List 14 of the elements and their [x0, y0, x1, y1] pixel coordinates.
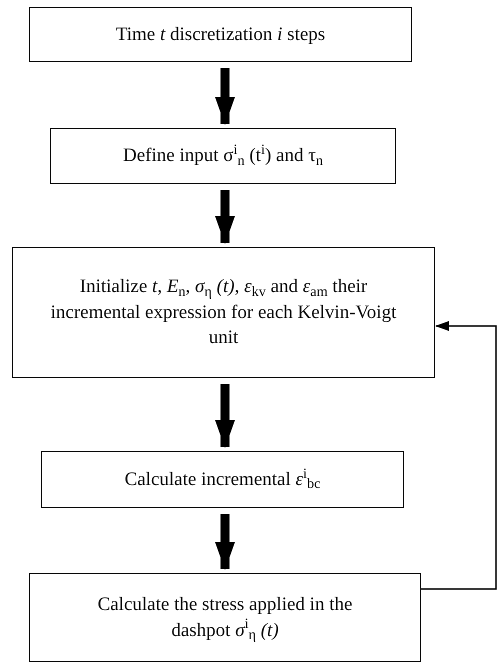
step-text: Calculate the stress applied in the dashpot σ$^{i}$$_{η}$ (t)	[96, 592, 354, 644]
feedback-arrow	[421, 321, 497, 590]
process-box	[29, 573, 421, 662]
block-arrow	[215, 190, 235, 244]
process-box	[50, 128, 396, 184]
process-box	[12, 247, 435, 378]
step-text: Time t discretization i steps	[116, 22, 326, 47]
process-box	[41, 451, 404, 508]
step-text: Define input σ$^{i}$$_{n}$ (t$^{i}$) and τ$_{n}$	[123, 143, 323, 169]
block-arrow	[215, 68, 235, 125]
step-text: Initialize t, E$_{n}$, σ$_{η}$ (t), ε$_{kv}$ and ε$_{am}$ their incremental expression for each Kelvin-Voigt unit	[50, 275, 398, 350]
block-arrow	[215, 514, 235, 570]
block-arrow	[215, 384, 235, 448]
process-box	[29, 7, 412, 62]
